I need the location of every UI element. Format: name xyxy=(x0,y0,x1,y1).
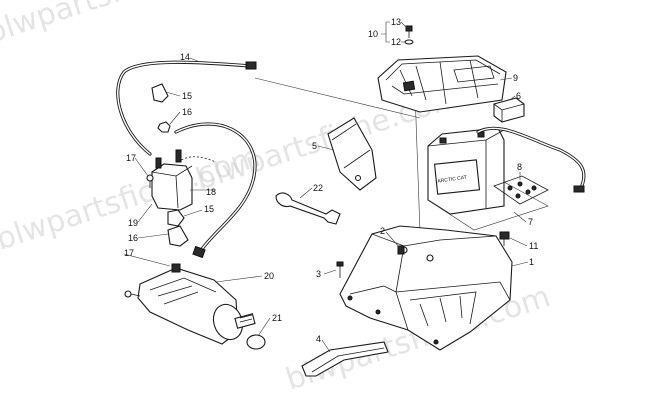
callout-20: 20 xyxy=(264,271,274,281)
callout-10: 10 xyxy=(368,29,378,39)
callout-6: 6 xyxy=(516,91,521,101)
hardware-kit xyxy=(493,175,549,205)
callout-15: 15 xyxy=(204,204,214,214)
hardware-bolt xyxy=(404,25,414,45)
solenoid-bolt xyxy=(146,174,154,188)
callout-8: 8 xyxy=(517,162,522,172)
callout-16: 16 xyxy=(182,107,192,117)
callout-17: 17 xyxy=(126,153,136,163)
callout-4: 4 xyxy=(316,334,321,344)
starter-solenoid xyxy=(151,149,217,211)
callout-15: 15 xyxy=(182,91,192,101)
callout-9: 9 xyxy=(513,73,518,83)
starter-bolt xyxy=(124,290,141,298)
callout-19: 19 xyxy=(128,218,138,228)
callout-18: 18 xyxy=(206,187,216,197)
tray-fastener xyxy=(499,231,510,246)
callout-3: 3 xyxy=(316,269,321,279)
battery-strap xyxy=(301,341,389,377)
callout-1: 1 xyxy=(529,257,534,267)
callout-labels: 10 13 12 9 6 14 15 16 17 18 19 15 16 17 … xyxy=(124,17,538,344)
callout-22: 22 xyxy=(313,183,323,193)
callout-21: 21 xyxy=(272,313,282,323)
callout-12: 12 xyxy=(391,37,401,47)
cable-terminal xyxy=(245,61,257,70)
battery-tray xyxy=(339,225,513,351)
screw xyxy=(336,261,344,278)
reference-line xyxy=(414,91,421,233)
terminal-boot xyxy=(151,83,169,103)
starter-motor xyxy=(137,263,256,345)
callout-17: 17 xyxy=(124,248,134,258)
callout-14: 14 xyxy=(180,52,190,62)
callout-5: 5 xyxy=(312,141,317,151)
reference-line xyxy=(254,77,421,119)
callout-2: 2 xyxy=(380,226,385,236)
callout-13: 13 xyxy=(391,17,401,27)
o-ring xyxy=(246,334,266,350)
callout-7: 7 xyxy=(528,217,533,227)
terminal xyxy=(573,185,585,193)
terminal-boot xyxy=(167,209,185,227)
terminal-boot xyxy=(167,225,189,247)
battery-cover xyxy=(377,55,507,113)
bracket-outline xyxy=(427,181,549,231)
leader-lines xyxy=(123,21,529,353)
callout-11: 11 xyxy=(529,241,538,251)
heat-shield xyxy=(327,117,377,191)
tray-clip xyxy=(397,245,405,255)
cable-terminal xyxy=(192,245,206,259)
watermark-text: blwpartsfiche.com xyxy=(0,0,255,51)
foam-pad xyxy=(493,97,525,123)
battery-brand-label: ARCTIC CAT xyxy=(437,175,467,185)
callout-16: 16 xyxy=(128,233,138,243)
battery: ARCTIC CAT xyxy=(427,127,505,215)
nut xyxy=(157,121,171,133)
wrench xyxy=(275,192,341,225)
